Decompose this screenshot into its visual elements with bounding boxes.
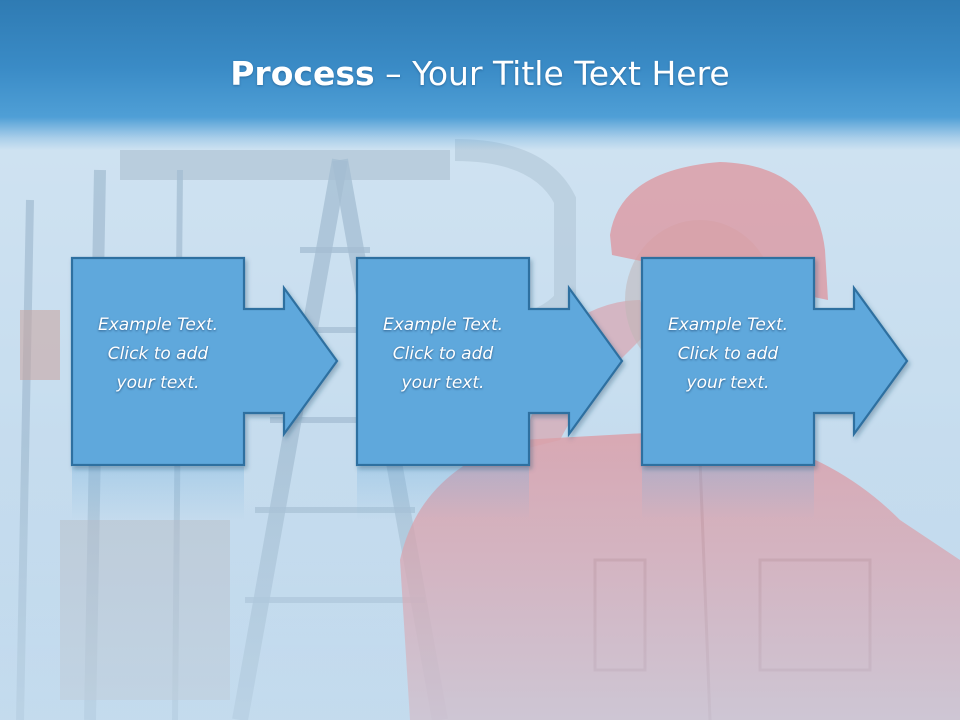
- step-2-line-2: Click to add: [392, 344, 494, 364]
- step-3-arrow-shape[interactable]: [640, 256, 909, 467]
- step-3-line-1: Example Text.: [667, 315, 789, 335]
- step-2-line-1: Example Text.: [382, 315, 504, 335]
- step-1-line-1: Example Text.: [97, 315, 219, 335]
- step-2-text[interactable]: Example Text. Click to add your text.: [357, 311, 529, 398]
- title-rest: – Your Title Text Here: [374, 54, 730, 93]
- step-3-text[interactable]: Example Text. Click to add your text.: [642, 311, 814, 398]
- step-1-line-2: Click to add: [107, 344, 209, 364]
- slide-title[interactable]: Process – Your Title Text Here: [0, 52, 960, 96]
- step-3-line-3: your text.: [686, 373, 770, 393]
- step-2-arrow-shape[interactable]: [355, 256, 624, 467]
- step-2-line-3: your text.: [401, 373, 485, 393]
- step-1-line-3: your text.: [116, 373, 200, 393]
- title-band: [0, 0, 960, 150]
- step-1-arrow-shape[interactable]: [70, 256, 339, 467]
- reflections: [72, 467, 814, 520]
- step-1-text[interactable]: Example Text. Click to add your text.: [72, 311, 244, 398]
- machine-part: [20, 310, 60, 380]
- step-3-line-2: Click to add: [677, 344, 779, 364]
- title-bold: Process: [230, 54, 375, 93]
